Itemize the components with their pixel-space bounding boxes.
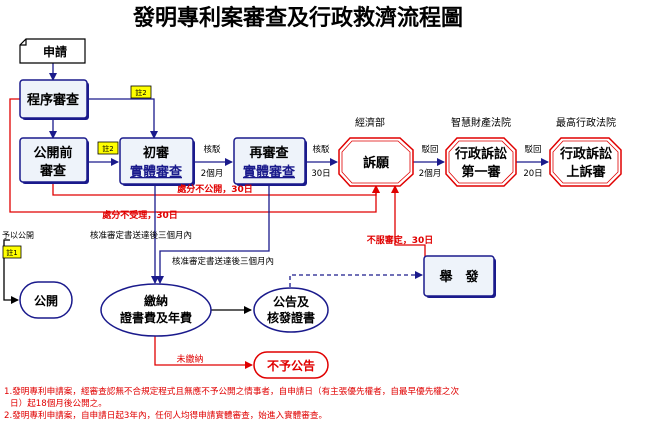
edge-formal-to-first bbox=[86, 98, 158, 139]
edge-labels: 核駁 2個月 核駁 30日 駁回 2個月 駁回 20日 處分不公開，30日 處分… bbox=[2, 144, 543, 365]
node-first-line1: 初審 bbox=[143, 145, 170, 161]
node-publish: 公開 bbox=[19, 281, 73, 319]
page-title: 發明專利案審查及行政救濟流程圖 bbox=[132, 5, 463, 31]
node-lit2-line2: 上訴審 bbox=[566, 164, 606, 180]
edge-label-unpaid: 未繳納 bbox=[176, 353, 203, 365]
node-prepub-line2: 審查 bbox=[39, 163, 67, 179]
node-appeal: 訴願 bbox=[338, 137, 414, 187]
node-announce: 公告及 核發證書 bbox=[253, 287, 329, 333]
note-2: 2.發明專利申請案，自申請日起3年內，任何人均得申請實體審查，始進入實體審查。 bbox=[4, 411, 328, 421]
node-no-announce: 不予公告 bbox=[253, 351, 329, 379]
node-prepub-line1: 公開前 bbox=[33, 145, 72, 161]
note-1-line-1: 1.發明專利申請案，經審查認無不合規定程式且無應不予公開之情事者，自申請日（有主… bbox=[4, 387, 460, 397]
node-apply-label: 申請 bbox=[43, 44, 67, 59]
node-no-announce-label: 不予公告 bbox=[267, 358, 315, 373]
edge-label-make-public: 予以公開 bbox=[2, 231, 34, 240]
node-litigation-first: 行政訴訟 第一審 bbox=[445, 137, 517, 187]
org-label-moea: 經濟部 bbox=[355, 116, 385, 129]
node-pay-fees: 繳納 證書費及年費 bbox=[100, 283, 212, 337]
svg-text:註1: 註1 bbox=[6, 248, 17, 257]
node-re-line2: 實體審查 bbox=[243, 164, 296, 180]
edge-label-reject-2: 核駁 bbox=[312, 144, 330, 155]
svg-text:註2: 註2 bbox=[135, 88, 146, 97]
node-first-line2: 實體審查 bbox=[130, 164, 183, 180]
node-lit2-line1: 行政訴訟 bbox=[559, 146, 612, 162]
badge-note2-prepub: 註2 bbox=[97, 141, 119, 155]
org-label-ip-court: 智慧財產法院 bbox=[451, 116, 511, 129]
edge-label-not-satisfied: 不服審定，30日 bbox=[367, 234, 434, 246]
node-lit1-line1: 行政訴訟 bbox=[454, 146, 507, 162]
note-1-line-2: 日）起18個月後公開之。 bbox=[10, 399, 107, 409]
edge-unpaid bbox=[154, 333, 253, 369]
edge-label-thirty-days-1: 30日 bbox=[311, 169, 330, 179]
node-pay-line1: 繳納 bbox=[144, 293, 168, 308]
node-report-label: 舉 發 bbox=[438, 269, 478, 285]
node-prepub-review: 公開前 審查 bbox=[19, 137, 89, 184]
node-announce-line2: 核發證書 bbox=[267, 310, 315, 325]
node-first-review: 初審 實體審查 bbox=[119, 137, 195, 186]
edge-announce-to-report bbox=[289, 271, 423, 287]
edge-not-accepted bbox=[9, 98, 380, 213]
node-apply: 申請 bbox=[19, 38, 86, 64]
badge-note1-publish: 註1 bbox=[2, 245, 22, 259]
edge-label-reject-1: 核駁 bbox=[203, 144, 221, 155]
svg-text:註2: 註2 bbox=[102, 144, 113, 153]
edge-label-dismiss-1: 駁回 bbox=[421, 144, 438, 155]
edge-not-public bbox=[52, 183, 380, 196]
footnotes: 1.發明專利申請案，經審查認無不合規定程式且無應不予公開之情事者，自申請日（有主… bbox=[4, 386, 644, 422]
edge-label-twenty-days: 20日 bbox=[523, 169, 542, 179]
edge-label-not-accepted: 處分不受理，30日 bbox=[102, 209, 178, 221]
edge-not-satisfied bbox=[391, 185, 426, 271]
edge-label-two-months-1: 2個月 bbox=[201, 168, 223, 179]
edge-label-two-months-2: 2個月 bbox=[419, 168, 441, 179]
edge-label-not-public: 處分不公開，30日 bbox=[177, 183, 253, 195]
edge-label-approve-a: 核准審定書送達後三個月內 bbox=[90, 230, 192, 241]
node-formal-review-label: 程序審查 bbox=[27, 92, 80, 108]
node-formal-review: 程序審查 bbox=[19, 79, 89, 120]
edge-label-dismiss-2: 駁回 bbox=[524, 144, 541, 155]
node-report: 舉 發 bbox=[423, 255, 496, 298]
node-appeal-label: 訴願 bbox=[363, 155, 390, 171]
edge-re-to-pay bbox=[156, 185, 270, 284]
node-pay-line2: 證書費及年費 bbox=[120, 310, 192, 325]
edge-label-approve-b: 核准審定書送達後三個月內 bbox=[172, 256, 274, 267]
node-lit1-line2: 第一審 bbox=[461, 164, 501, 180]
edge-to-publish bbox=[3, 239, 19, 304]
node-re-line1: 再審查 bbox=[249, 145, 289, 161]
node-publish-label: 公開 bbox=[34, 294, 58, 308]
node-re-examination: 再審查 實體審查 bbox=[233, 137, 307, 186]
node-litigation-appeal: 行政訴訟 上訴審 bbox=[549, 137, 622, 187]
badge-note2-formal: 註2 bbox=[130, 85, 152, 99]
node-announce-line1: 公告及 bbox=[273, 294, 310, 309]
org-label-supreme-admin: 最高行政法院 bbox=[556, 116, 616, 129]
